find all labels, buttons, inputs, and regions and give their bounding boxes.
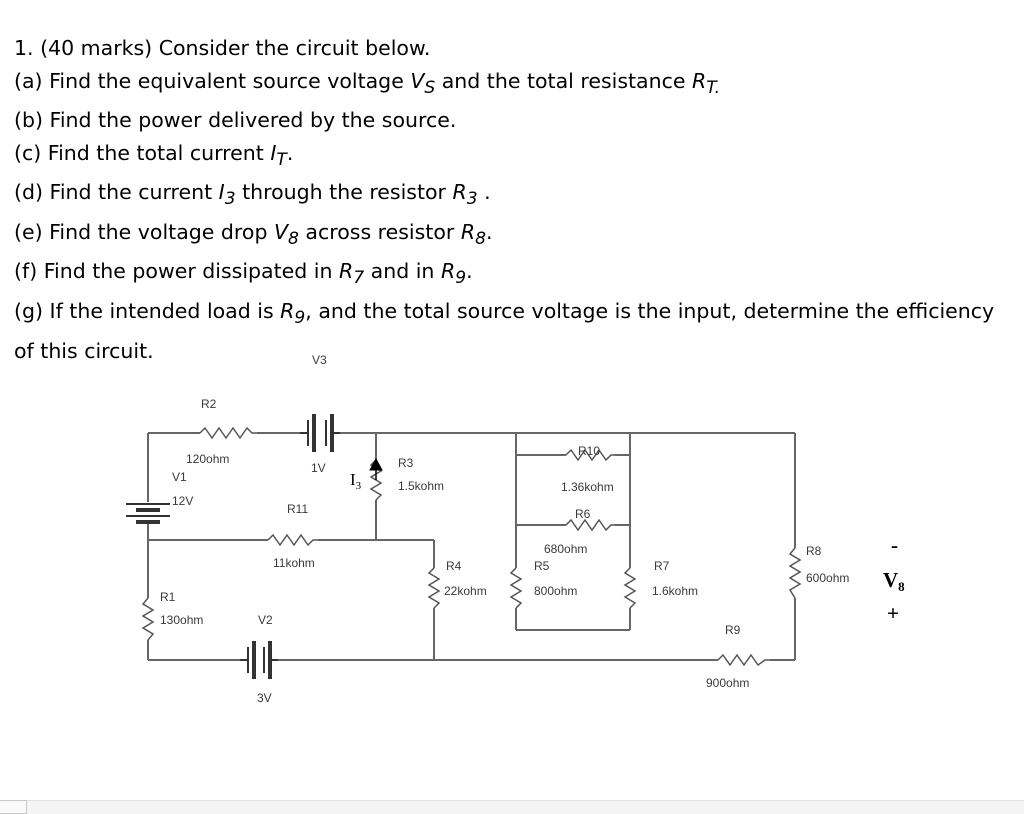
resistor-r5-symbol [509,567,523,609]
label-v8: V8 [883,568,905,594]
label-r6-value: 680ohm [544,542,587,556]
label-r3-name: R3 [398,456,414,470]
question-text: 1. (40 marks) Consider the circuit below… [14,32,1004,367]
part-e-text: (e) Find the voltage drop [14,219,274,244]
part-d-text: (d) Find the current [14,180,219,205]
label-v2-value: 3V [257,691,272,705]
label-v8-plus: + [887,601,899,625]
resistor-r8-symbol [788,547,802,599]
label-r1-name: R1 [160,590,176,604]
symbol-r: R [452,180,467,205]
part-d: (d) Find the current I3 through the resi… [14,176,1004,216]
label-i3-symbol: I [350,470,356,489]
subscript-t: T [276,149,287,170]
part-b: (b) Find the power delivered by the sour… [14,108,457,133]
label-r8-value: 600ohm [806,571,849,585]
subscript-t: T. [706,77,721,98]
symbol-r: R [339,259,354,284]
label-r9-name: R9 [725,623,741,637]
label-r5-value: 800ohm [534,584,577,598]
part-e: (e) Find the voltage drop V8 across resi… [14,216,1004,256]
resistor-r4-symbol [427,567,441,609]
label-r10-value: 1.36kohm [561,480,614,494]
subscript-8: 8 [475,228,486,249]
part-g-text: (g) If the intended load is [14,298,281,323]
part-f-text-2: and in [364,259,441,284]
resistor-r10-symbol [565,448,615,462]
part-d-end: . [477,180,491,205]
label-v8-symbol: V [883,568,898,592]
subscript-3: 3 [466,189,478,210]
label-r10-name: R10 [578,444,600,458]
resistor-r1-symbol [141,597,155,641]
label-v2-name: V2 [258,613,273,627]
subscript-7: 7 [353,268,365,289]
subscript-9: 9 [294,308,306,329]
part-c-text: (c) Find the total current [14,140,271,165]
symbol-v: V [410,68,425,93]
part-a-text: (a) Find the equivalent source voltage [14,68,411,93]
label-r7-name: R7 [654,559,670,573]
label-r3-value: 1.5kohm [398,479,444,493]
part-a-text-2: and the total resistance [435,68,692,93]
label-v1-name: V1 [172,470,187,484]
label-r2-value: 120ohm [186,452,229,466]
symbol-r: R [280,298,295,323]
part-f-end: . [466,259,473,284]
label-r7-value: 1.6kohm [652,584,698,598]
part-f-text: (f) Find the power dissipated in [14,259,340,284]
corner-tab [0,800,27,814]
resistor-r11-symbol [267,533,318,547]
label-i3-subscript: 3 [356,480,362,492]
symbol-r: R [692,68,707,93]
label-v3-value: 1V [311,461,326,475]
resistor-r7-symbol [623,567,637,609]
battery-v1-symbol [126,503,170,524]
resistor-r9-symbol [717,653,770,667]
label-r2-name: R2 [201,397,217,411]
label-r1-value: 130ohm [160,613,203,627]
subscript-s: S [424,77,436,98]
part-g-text-2: , and the total source voltage is the in… [14,298,995,363]
part-c: (c) Find the total current IT. [14,137,1004,177]
label-v3-name: V3 [312,353,327,367]
symbol-i: I [218,180,225,205]
label-r4-value: 22kohm [444,584,487,598]
battery-v2-symbol [240,641,278,679]
resistor-r6-symbol [565,518,615,532]
subscript-9: 9 [455,268,467,289]
label-r11-value: 11kohm [273,556,315,570]
symbol-r: R [460,219,476,244]
part-c-end: . [286,140,294,165]
symbol-r: R [440,259,456,284]
part-d-text-2: through the resistor [235,180,453,205]
resistor-r2-symbol [199,426,257,440]
label-r9-value: 900ohm [706,676,749,690]
label-v8-subscript: 8 [898,579,905,594]
current-arrow-i3 [369,457,383,480]
question-title: 1. (40 marks) Consider the circuit below… [14,36,431,60]
label-i3: I3 [350,470,362,492]
circuit-diagram: V3 1V R2 120ohm V1 12V R11 11kohm R3 1.5… [126,353,905,705]
part-e-text-2: across resistor [298,219,461,244]
label-v1-value: 12V [172,494,193,508]
label-v8-minus: - [891,533,898,557]
battery-v3-symbol [300,414,340,452]
label-r5-name: R5 [534,559,550,573]
circuit-wires [147,432,796,661]
part-f: (f) Find the power dissipated in R7 and … [14,255,1004,295]
label-r4-name: R4 [446,559,462,573]
label-r6-name: R6 [575,507,591,521]
part-g: (g) If the intended load is R9, and the … [14,295,1004,367]
part-a: (a) Find the equivalent source voltage V… [14,65,1004,105]
label-r11-name: R11 [287,502,308,516]
label-r8-name: R8 [806,544,822,558]
subscript-3: 3 [224,189,236,210]
subscript-8: 8 [288,228,299,249]
bottom-strip [0,800,1024,814]
part-e-end: . [485,219,493,244]
symbol-i: I [270,140,277,165]
symbol-v: V [273,219,289,244]
